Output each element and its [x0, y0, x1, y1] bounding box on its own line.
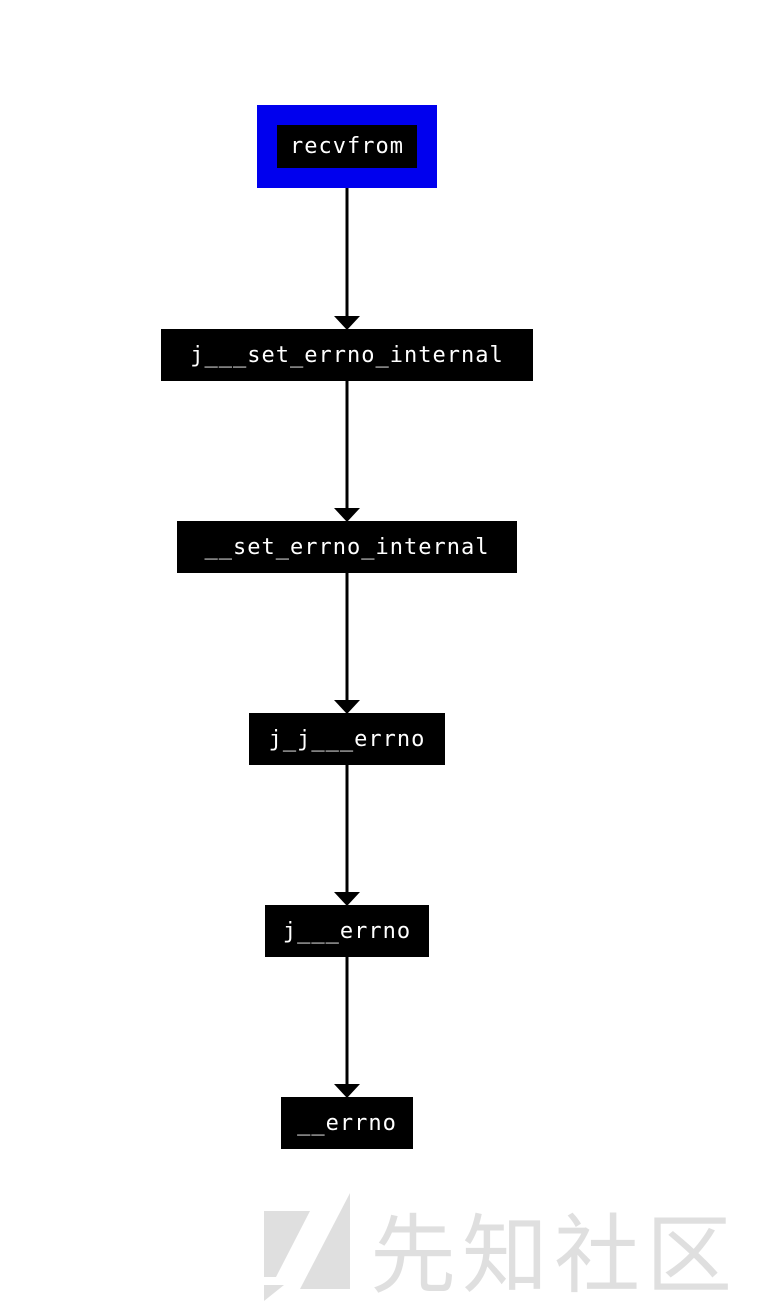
node-j___set_errno_internal[interactable]: j___set_errno_internal [161, 329, 533, 381]
node-label: j___set_errno_internal [190, 342, 504, 368]
xianzhi-logo-icon [264, 1193, 350, 1301]
node-j___errno[interactable]: j___errno [265, 905, 429, 957]
node-j_j___errno[interactable]: j_j___errno [249, 713, 445, 765]
watermark-text: 先知社区 [370, 1205, 738, 1306]
node-label: __errno [297, 1110, 397, 1136]
node-label: j___errno [282, 918, 412, 944]
node-recvfrom[interactable]: recvfrom [257, 105, 437, 188]
watermark: 先知社区 [258, 1192, 738, 1306]
edge-__set_errno_internal-to-j_j___errno [334, 573, 360, 714]
node-label: recvfrom [290, 134, 404, 159]
edge-j___set_errno_internal-to-__set_errno_internal [334, 381, 360, 522]
node-__errno[interactable]: __errno [281, 1097, 413, 1149]
edge-j___errno-to-__errno [334, 957, 360, 1098]
node-label: j_j___errno [268, 726, 426, 752]
node-__set_errno_internal[interactable]: __set_errno_internal [177, 521, 517, 573]
edge-recvfrom-to-j___set_errno_internal [334, 188, 360, 330]
edge-j_j___errno-to-j___errno [334, 765, 360, 906]
node-label: __set_errno_internal [204, 534, 490, 560]
